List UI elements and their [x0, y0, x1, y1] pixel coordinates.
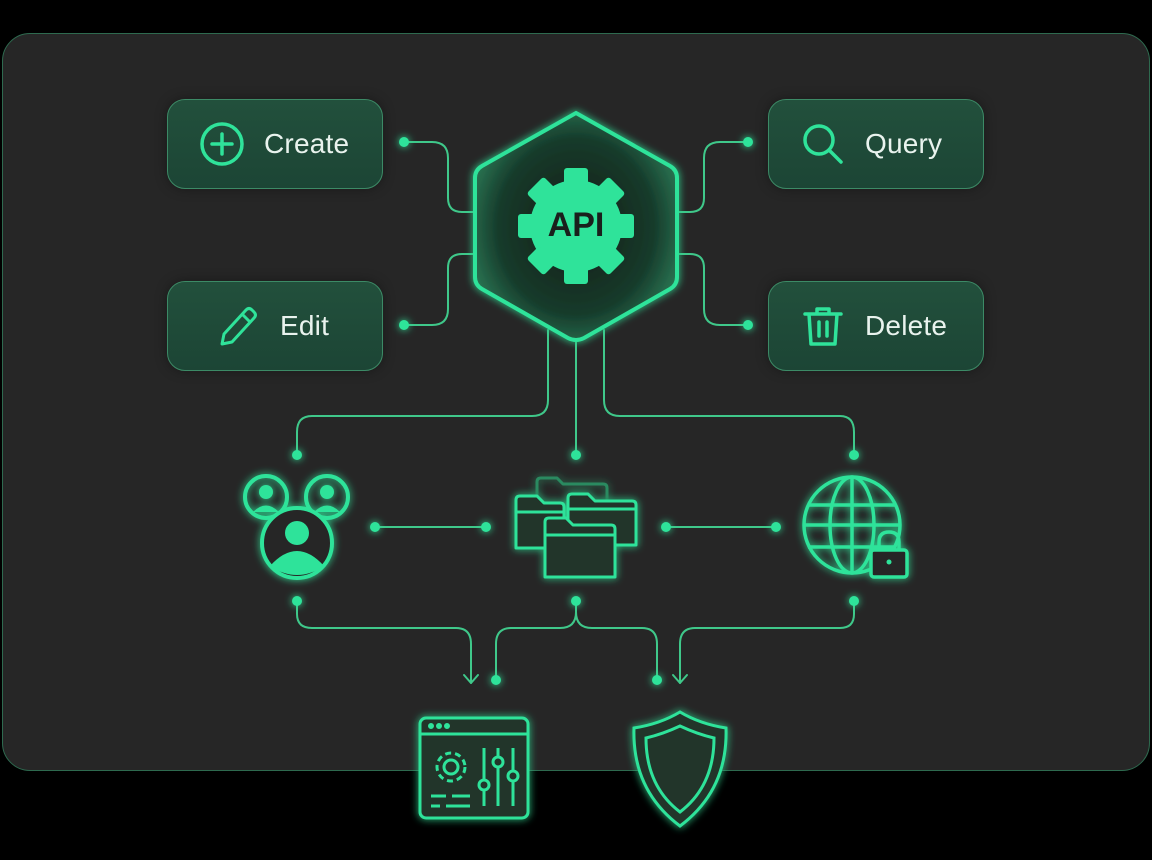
delete-button-label: Delete: [865, 310, 948, 341]
folders-icon[interactable]: [514, 476, 638, 579]
connector-dots: [292, 137, 859, 685]
pencil-icon: [214, 302, 262, 350]
settings-panel-icon[interactable]: [418, 716, 530, 820]
connector-lines: [296, 141, 855, 684]
edit-button-label: Edit: [280, 310, 330, 341]
api-hub-label: API: [547, 206, 605, 244]
api-hub-hexagon[interactable]: [473, 110, 679, 342]
users-group-icon[interactable]: [243, 474, 350, 580]
query-button[interactable]: Query: [768, 99, 984, 189]
edit-button[interactable]: Edit: [167, 281, 383, 371]
plus-circle-icon: [198, 120, 246, 168]
gear-icon: [518, 168, 634, 284]
create-button-label: Create: [264, 128, 350, 159]
delete-button[interactable]: Delete: [768, 281, 984, 371]
query-button-label: Query: [865, 128, 943, 159]
trash-icon: [799, 302, 847, 350]
globe-lock-icon[interactable]: [802, 475, 909, 579]
create-button[interactable]: Create: [167, 99, 383, 189]
shield-icon[interactable]: [632, 710, 728, 828]
search-icon: [799, 120, 847, 168]
